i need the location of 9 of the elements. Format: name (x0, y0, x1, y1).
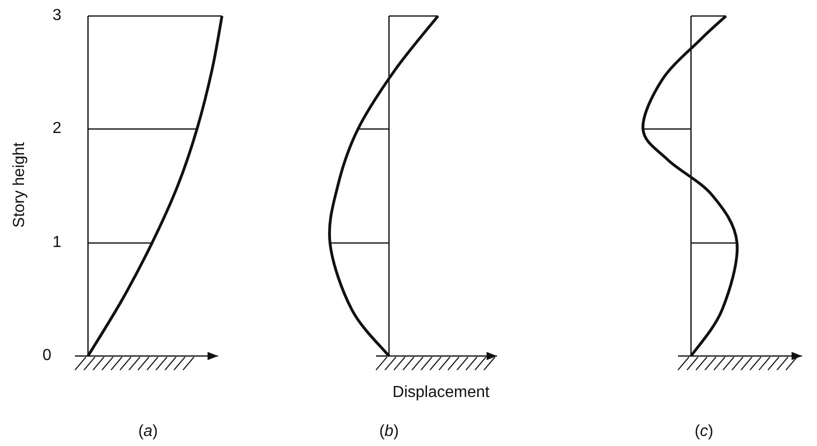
axis-tick-label: 2 (52, 121, 62, 137)
panel-label: (b) (379, 424, 399, 440)
panel-label: (c) (694, 424, 714, 440)
axis-title: Story height (12, 142, 28, 228)
axis-tick-label: 0 (42, 348, 52, 364)
axis-tick-label: 3 (52, 8, 62, 24)
axis-tick-label: 1 (52, 235, 62, 251)
axis-title: Displacement (392, 385, 490, 401)
panel-label: (a) (138, 424, 158, 440)
